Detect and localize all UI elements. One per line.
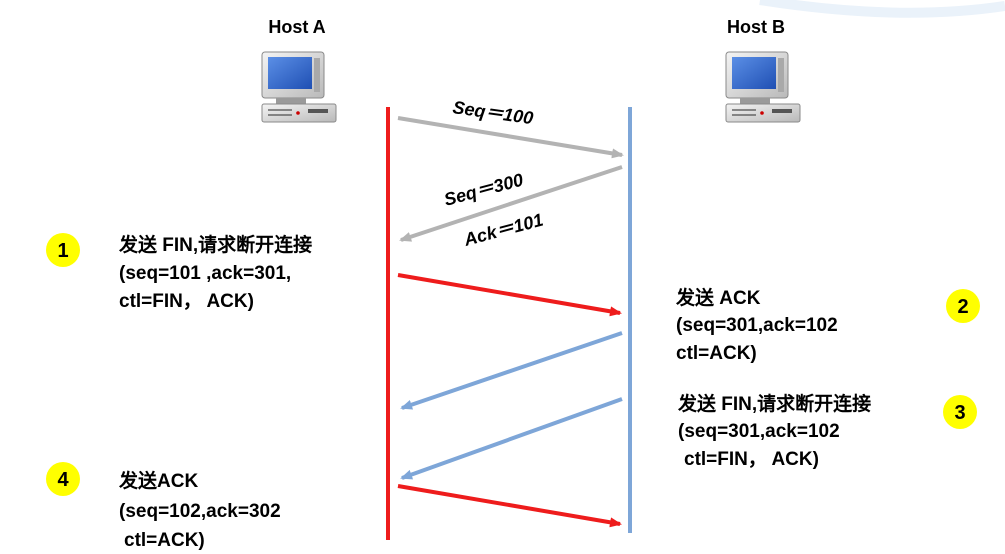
step-1-line-2: (seq=101 ,ack=301, xyxy=(119,263,291,284)
step-3-badge: 3 xyxy=(943,395,977,429)
decorative-arc xyxy=(759,0,1005,18)
host-b-computer-icon xyxy=(725,51,801,123)
step-4-line-2: (seq=102,ack=302 xyxy=(119,501,281,522)
fin-ack-arrow-b-to-a xyxy=(400,397,623,480)
host-a-computer-icon xyxy=(261,51,337,123)
step-3-line-3: ctl=FIN， ACK) xyxy=(684,449,819,470)
step-3-number: 3 xyxy=(954,402,965,424)
step-2-number: 2 xyxy=(957,296,968,318)
syn-seq-label: Seq＝100 xyxy=(451,97,534,128)
step-4-line-3: ctl=ACK) xyxy=(124,530,205,551)
step-4-number: 4 xyxy=(57,469,69,491)
step-3-line-2: (seq=301,ack=102 xyxy=(678,421,840,442)
step-1-number: 1 xyxy=(57,240,68,262)
step-1-line-3: ctl=FIN， ACK) xyxy=(119,291,254,312)
final-ack-arrow-a-to-b xyxy=(397,484,622,528)
syn-arrow xyxy=(397,116,624,159)
step-4-line-1: 发送ACK xyxy=(118,469,198,492)
step-2-line-1: 发送 ACK xyxy=(675,286,761,309)
host-a-label: Host A xyxy=(268,17,325,37)
step-1-line-1: 发送 FIN,请求断开连接 xyxy=(118,233,312,256)
step-2-line-2: (seq=301,ack=102 xyxy=(676,315,838,336)
step-1-badge: 1 xyxy=(46,233,80,267)
step-2-badge: 2 xyxy=(946,289,980,323)
step-4-note: 发送ACK (seq=102,ack=302 ctl=ACK) xyxy=(118,469,281,551)
step-1-note: 发送 FIN,请求断开连接 (seq=101 ,ack=301, ctl=FIN… xyxy=(118,233,312,312)
synack-arrow xyxy=(399,165,623,242)
step-3-note: 发送 FIN,请求断开连接 (seq=301,ack=102 ctl=FIN， … xyxy=(677,392,871,470)
step-3-line-1: 发送 FIN,请求断开连接 xyxy=(677,392,871,415)
ack-arrow-b-to-a xyxy=(400,331,623,410)
step-2-line-3: ctl=ACK) xyxy=(676,343,757,364)
step-4-badge: 4 xyxy=(46,462,80,496)
host-b-label: Host B xyxy=(727,17,785,37)
step-2-note: 发送 ACK (seq=301,ack=102 ctl=ACK) xyxy=(675,286,838,364)
fin-ack-arrow-a-to-b xyxy=(397,273,622,317)
